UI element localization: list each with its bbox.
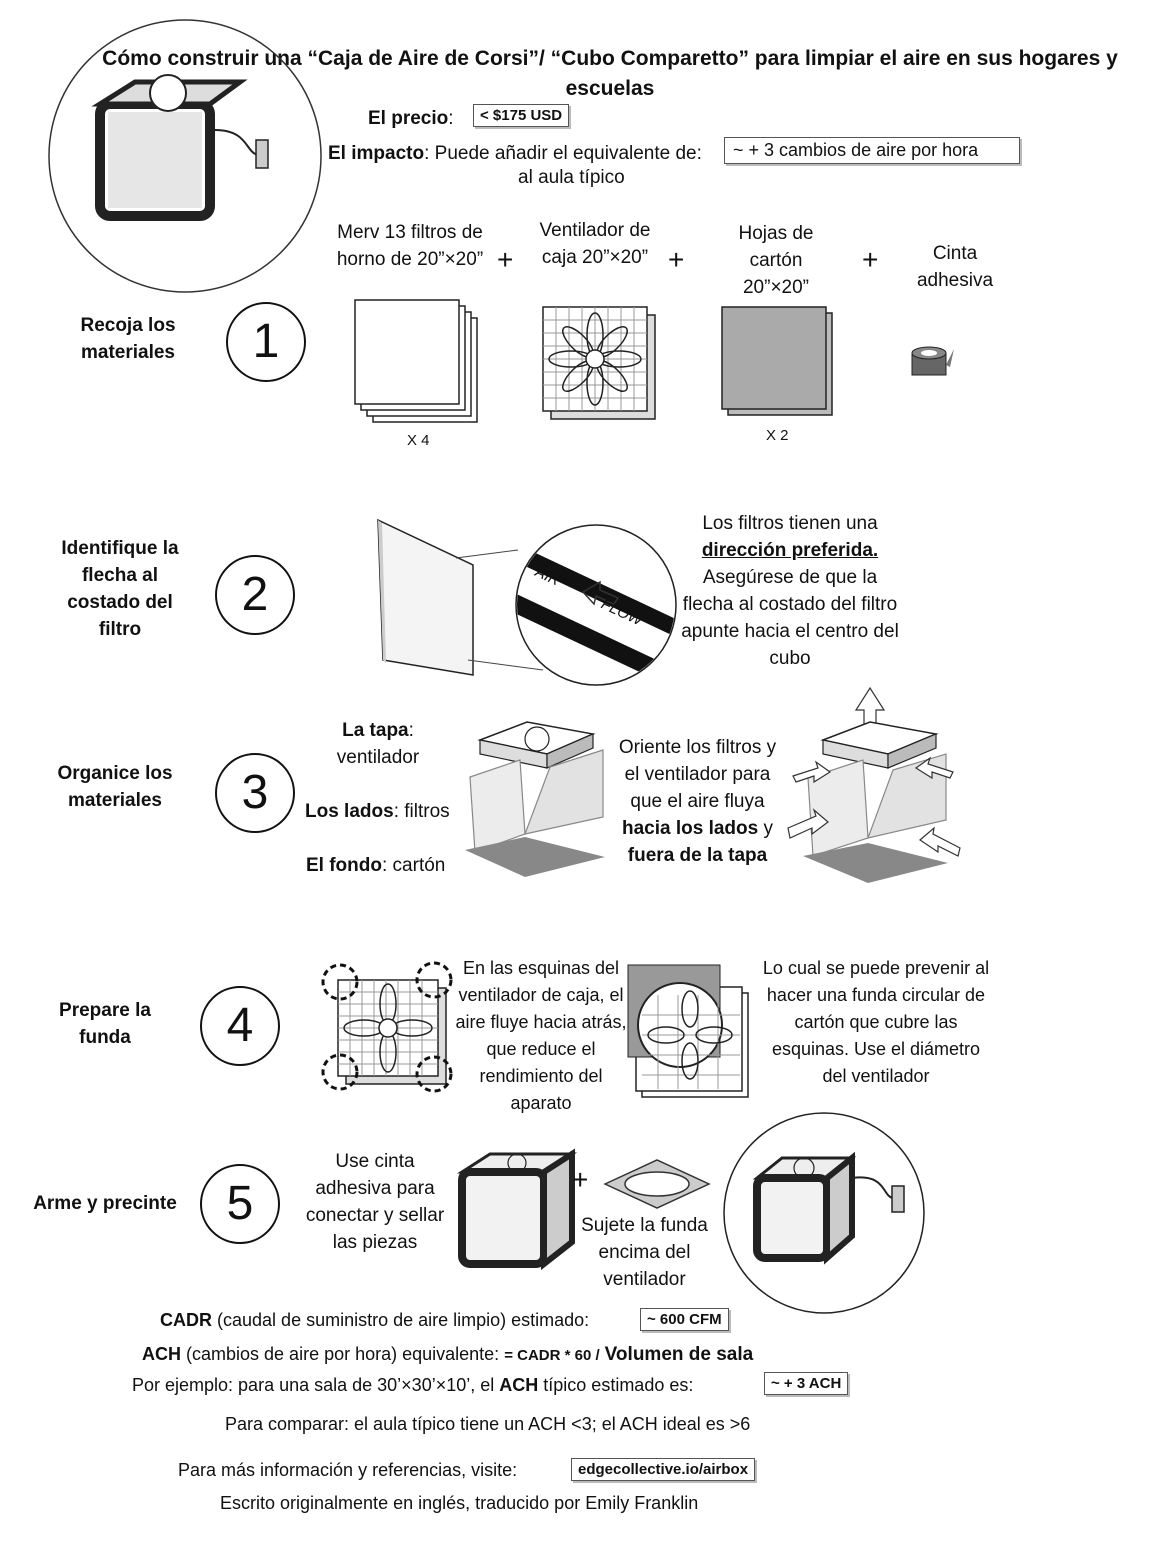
shroud-icon [603, 1159, 711, 1209]
airbox-hero-illustration [48, 19, 322, 293]
step3-bottom: El fondo: cartón [306, 855, 446, 876]
step1-label: Recoja los materiales [80, 315, 176, 363]
price-row: El precio: [368, 108, 454, 129]
finished-airbox-illustration [723, 1112, 925, 1314]
fan-corners-illustration [321, 961, 453, 1093]
step5-text-left: Use cinta adhesiva para conectar y sella… [305, 1151, 445, 1253]
step3-orient: Oriente los filtros y el ventilador para… [615, 734, 780, 869]
box-fan-icon [542, 306, 656, 420]
plus-sign: + [497, 244, 514, 275]
material-filters-label: Merv 13 filtros de horno de 20”×20” [336, 222, 484, 270]
bottom-label: El fondo [306, 855, 382, 876]
step3-label: Organice los materiales [57, 763, 173, 811]
cardboard-qty: X 2 [766, 427, 789, 444]
exploded-cube-airflow [787, 686, 961, 883]
page-title: Cómo construir una “Caja de Aire de Cors… [102, 47, 1118, 100]
exploded-cube-left [465, 721, 605, 877]
plus-sign: + [572, 1164, 589, 1195]
orient-y: y [763, 818, 774, 839]
plus-sign: + [668, 244, 685, 275]
plus-sign: + [862, 244, 879, 275]
step3-sides: Los lados: filtros [305, 801, 450, 822]
sides-value: filtros [404, 801, 450, 822]
step2-note: Los filtros tienen una dirección preferi… [680, 510, 900, 672]
tape-roll-icon [911, 346, 954, 376]
step5-text-right: Sujete la funda encima del ventilador [581, 1215, 708, 1290]
top-label: La tapa [342, 720, 409, 741]
step2-number: 2 [215, 555, 295, 635]
step4-text-left: En las esquinas del ventilador de caja, … [455, 958, 627, 1113]
filter-airflow-illustration [377, 518, 677, 686]
material-tape-label: Cinta adhesiva [916, 243, 994, 291]
example-value-box: ~ + 3 ACH [764, 1372, 849, 1395]
more-info-text: Para más información y referencias, visi… [178, 1460, 518, 1480]
price-value-box: < $175 USD [473, 104, 570, 127]
material-cardboard-label: Hojas de cartón 20”×20” [738, 223, 814, 298]
bottom-value: cartón [392, 855, 446, 876]
fan-shroud-illustration [627, 964, 749, 1098]
assembled-cube-icon [456, 1148, 578, 1271]
credit-text: Escrito originalmente en inglés, traduci… [220, 1493, 699, 1513]
filter-stack-icon [354, 299, 478, 423]
ach-formula: = CADR * 60 / [504, 1347, 600, 1364]
cardboard-sheets-icon [721, 306, 833, 416]
step5-number: 5 [200, 1164, 280, 1244]
impact-row: El impacto: Puede añadir el equivalente … [328, 143, 702, 164]
cadr-row: CADR (caudal de suministro de aire limpi… [160, 1307, 589, 1334]
cadr-value-box: ~ 600 CFM [640, 1308, 729, 1331]
example-text-a: Por ejemplo: para una sala de 30’×30’×10… [132, 1375, 495, 1395]
step5-label: Arme y precinte [33, 1193, 177, 1214]
step1-number: 1 [226, 302, 306, 382]
example-text-b: típico estimado es: [543, 1375, 694, 1395]
material-fan-label: Ventilador de caja 20”×20” [539, 220, 651, 268]
impact-text: Puede añadir el equivalente de: [434, 143, 702, 164]
orient-bold-1: hacia los lados [621, 818, 759, 839]
example-row: Por ejemplo: para una sala de 30’×30’×10… [132, 1372, 693, 1399]
step4-text-right: Lo cual se puede prevenir al hacer una f… [762, 958, 990, 1086]
step3-number: 3 [215, 753, 295, 833]
step4-number: 4 [200, 986, 280, 1066]
filters-qty: X 4 [407, 432, 430, 449]
ach-text: (cambios de aire por hora) equivalente: [186, 1344, 500, 1364]
impact-suffix: al aula típico [518, 167, 625, 188]
cadr-text: (caudal de suministro de aire limpio) es… [217, 1310, 590, 1330]
website-link[interactable]: edgecollective.io/airbox [571, 1458, 756, 1481]
step2-label: Identifique la flecha al costado del fil… [61, 538, 179, 640]
orient-text: Oriente los filtros y el ventilador para… [618, 737, 777, 812]
step3-top: La tapa: ventilador [318, 717, 438, 771]
impact-label: El impacto [328, 143, 425, 164]
step2-note-line1: Los filtros tienen una [702, 513, 878, 534]
top-value: ventilador [336, 747, 420, 768]
impact-value-box: ~ + 3 cambios de aire por hora [724, 137, 1020, 164]
ach-row: ACH (cambios de aire por hora) equivalen… [142, 1341, 753, 1369]
sides-label: Los lados [305, 801, 394, 822]
cadr-label: CADR [160, 1310, 212, 1330]
orient-bold-2: fuera de la tapa [627, 845, 768, 866]
example-ach: ACH [499, 1375, 539, 1395]
step4-label: Prepare la funda [59, 1000, 151, 1048]
ach-volume: Volumen de sala [604, 1344, 754, 1365]
price-label: El precio [368, 108, 449, 129]
step2-note-rest: Asegúrese de que la flecha al costado de… [681, 567, 899, 669]
ach-label: ACH [142, 1344, 181, 1364]
compare-text: Para comparar: el aula típico tiene un A… [225, 1414, 751, 1434]
step2-note-emphasis: dirección preferida. [701, 540, 879, 561]
